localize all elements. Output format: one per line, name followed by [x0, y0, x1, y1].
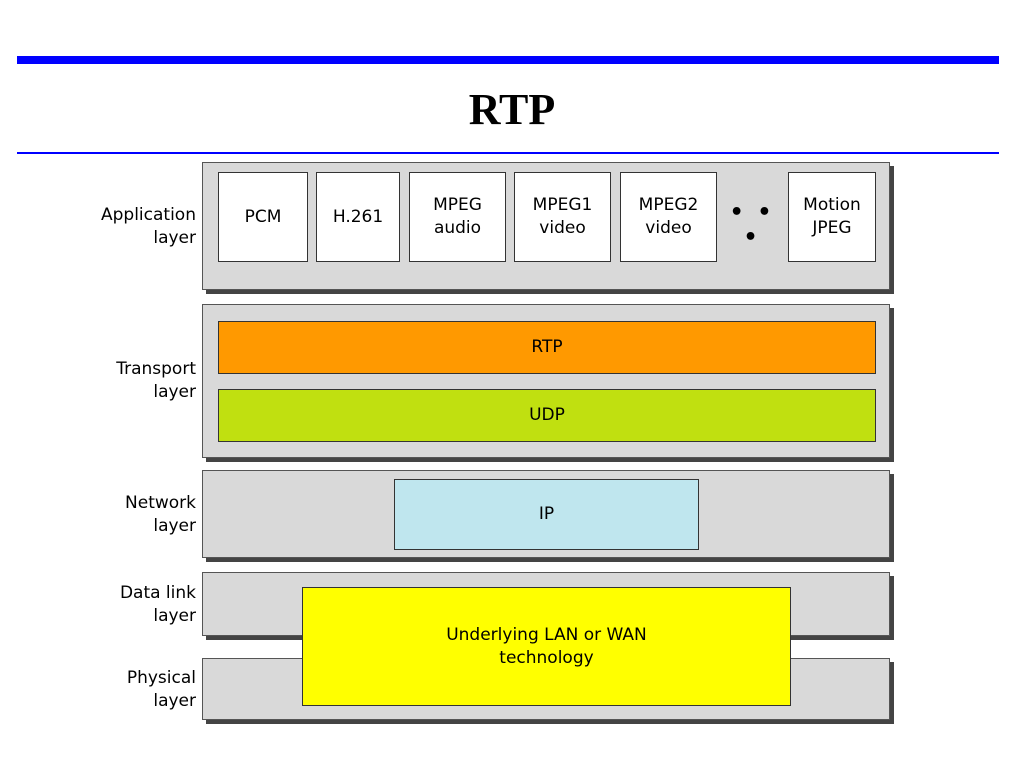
ip-box: IP [394, 479, 699, 550]
protocol-box-mpeg2-video: MPEG2 video [620, 172, 717, 262]
more-protocols-ellipsis: • • • [729, 200, 775, 250]
top-rule [17, 56, 999, 64]
rtp-box: RTP [218, 321, 876, 374]
protocol-box-motion-jpeg: Motion JPEG [788, 172, 876, 262]
protocol-box-pcm: PCM [218, 172, 308, 262]
lan-wan-box: Underlying LAN or WAN technology [302, 587, 791, 706]
transport-layer-label: Transport layer [116, 359, 196, 402]
application-layer-label: Application layer [101, 205, 196, 248]
protocol-box-h261: H.261 [316, 172, 400, 262]
slide-title: RTP [468, 85, 556, 134]
physical-layer-label: Physical layer [126, 668, 196, 711]
title-underline [17, 152, 999, 154]
udp-box: UDP [218, 389, 876, 442]
protocol-box-mpeg-audio: MPEG audio [409, 172, 506, 262]
network-layer-label: Network layer [125, 493, 196, 536]
datalink-layer-label: Data link layer [119, 583, 196, 626]
protocol-box-mpeg1-video: MPEG1 video [514, 172, 611, 262]
